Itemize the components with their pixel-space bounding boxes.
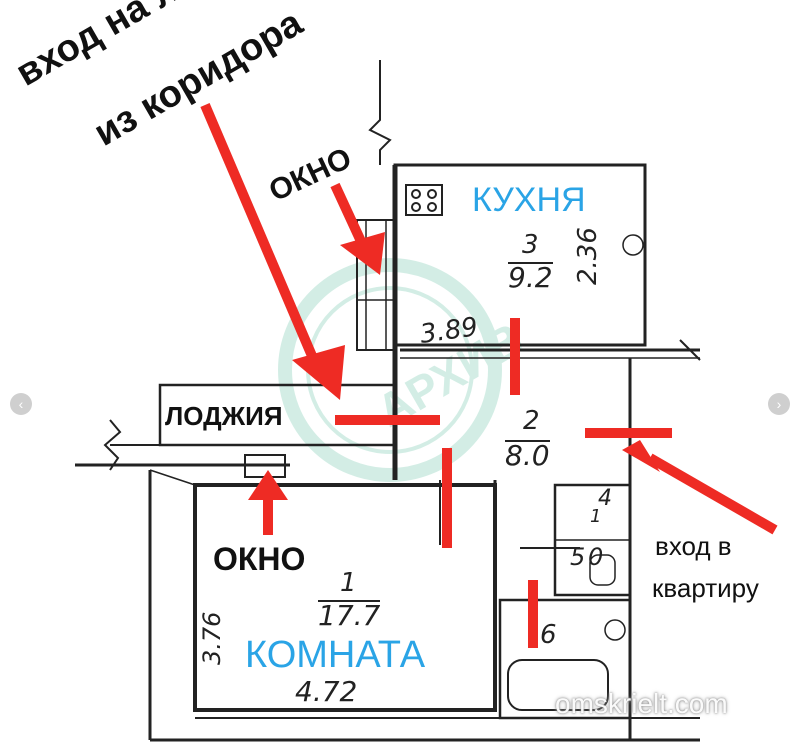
- kitchen-dim-right: 2.36: [573, 227, 603, 285]
- red-markings: [200, 103, 778, 648]
- wc-number: 4: [598, 486, 612, 511]
- room-area: 17.7: [318, 599, 381, 632]
- bath-small-number: 5: [570, 543, 586, 571]
- arrow-entrance: [647, 453, 778, 535]
- arrow-loggia-entrance-head: [292, 345, 345, 400]
- arrow-window-bottom-head: [248, 470, 288, 500]
- corridor-number: 2: [523, 406, 540, 436]
- watermark-site: omskrielt.com: [555, 688, 728, 719]
- arrow-entrance-head: [622, 440, 660, 472]
- kitchen-number: 3: [522, 230, 539, 260]
- annotation-loggia: ЛОДЖИЯ: [165, 401, 283, 431]
- kitchen-name: КУХНЯ: [472, 181, 586, 219]
- arrow-loggia-entrance: [200, 103, 323, 372]
- stove-icon: [405, 184, 443, 216]
- room-dim-left: 3.76: [198, 611, 226, 665]
- kitchen-dim-bottom: 3.89: [418, 312, 480, 350]
- room-dim-bottom: 4.72: [295, 675, 358, 708]
- bath-number: 6: [540, 620, 557, 650]
- room-name: КОМНАТА: [245, 634, 426, 676]
- corridor-area: 8.0: [505, 439, 550, 472]
- annotation-entrance-line1: вход в: [655, 531, 732, 561]
- next-image-button[interactable]: ›: [768, 393, 790, 415]
- bath-small-area: 0: [588, 543, 604, 571]
- annotation-window-bottom: ОКНО: [213, 541, 306, 577]
- prev-image-button[interactable]: ‹: [10, 393, 32, 415]
- room-number: 1: [340, 568, 357, 598]
- annotation-entrance-line2: квартиру: [652, 573, 759, 603]
- wc-area: 1: [590, 506, 602, 527]
- arrow-window-top: [330, 182, 370, 253]
- kitchen-area: 9.2: [508, 261, 553, 294]
- arrow-window-top-head: [340, 232, 385, 275]
